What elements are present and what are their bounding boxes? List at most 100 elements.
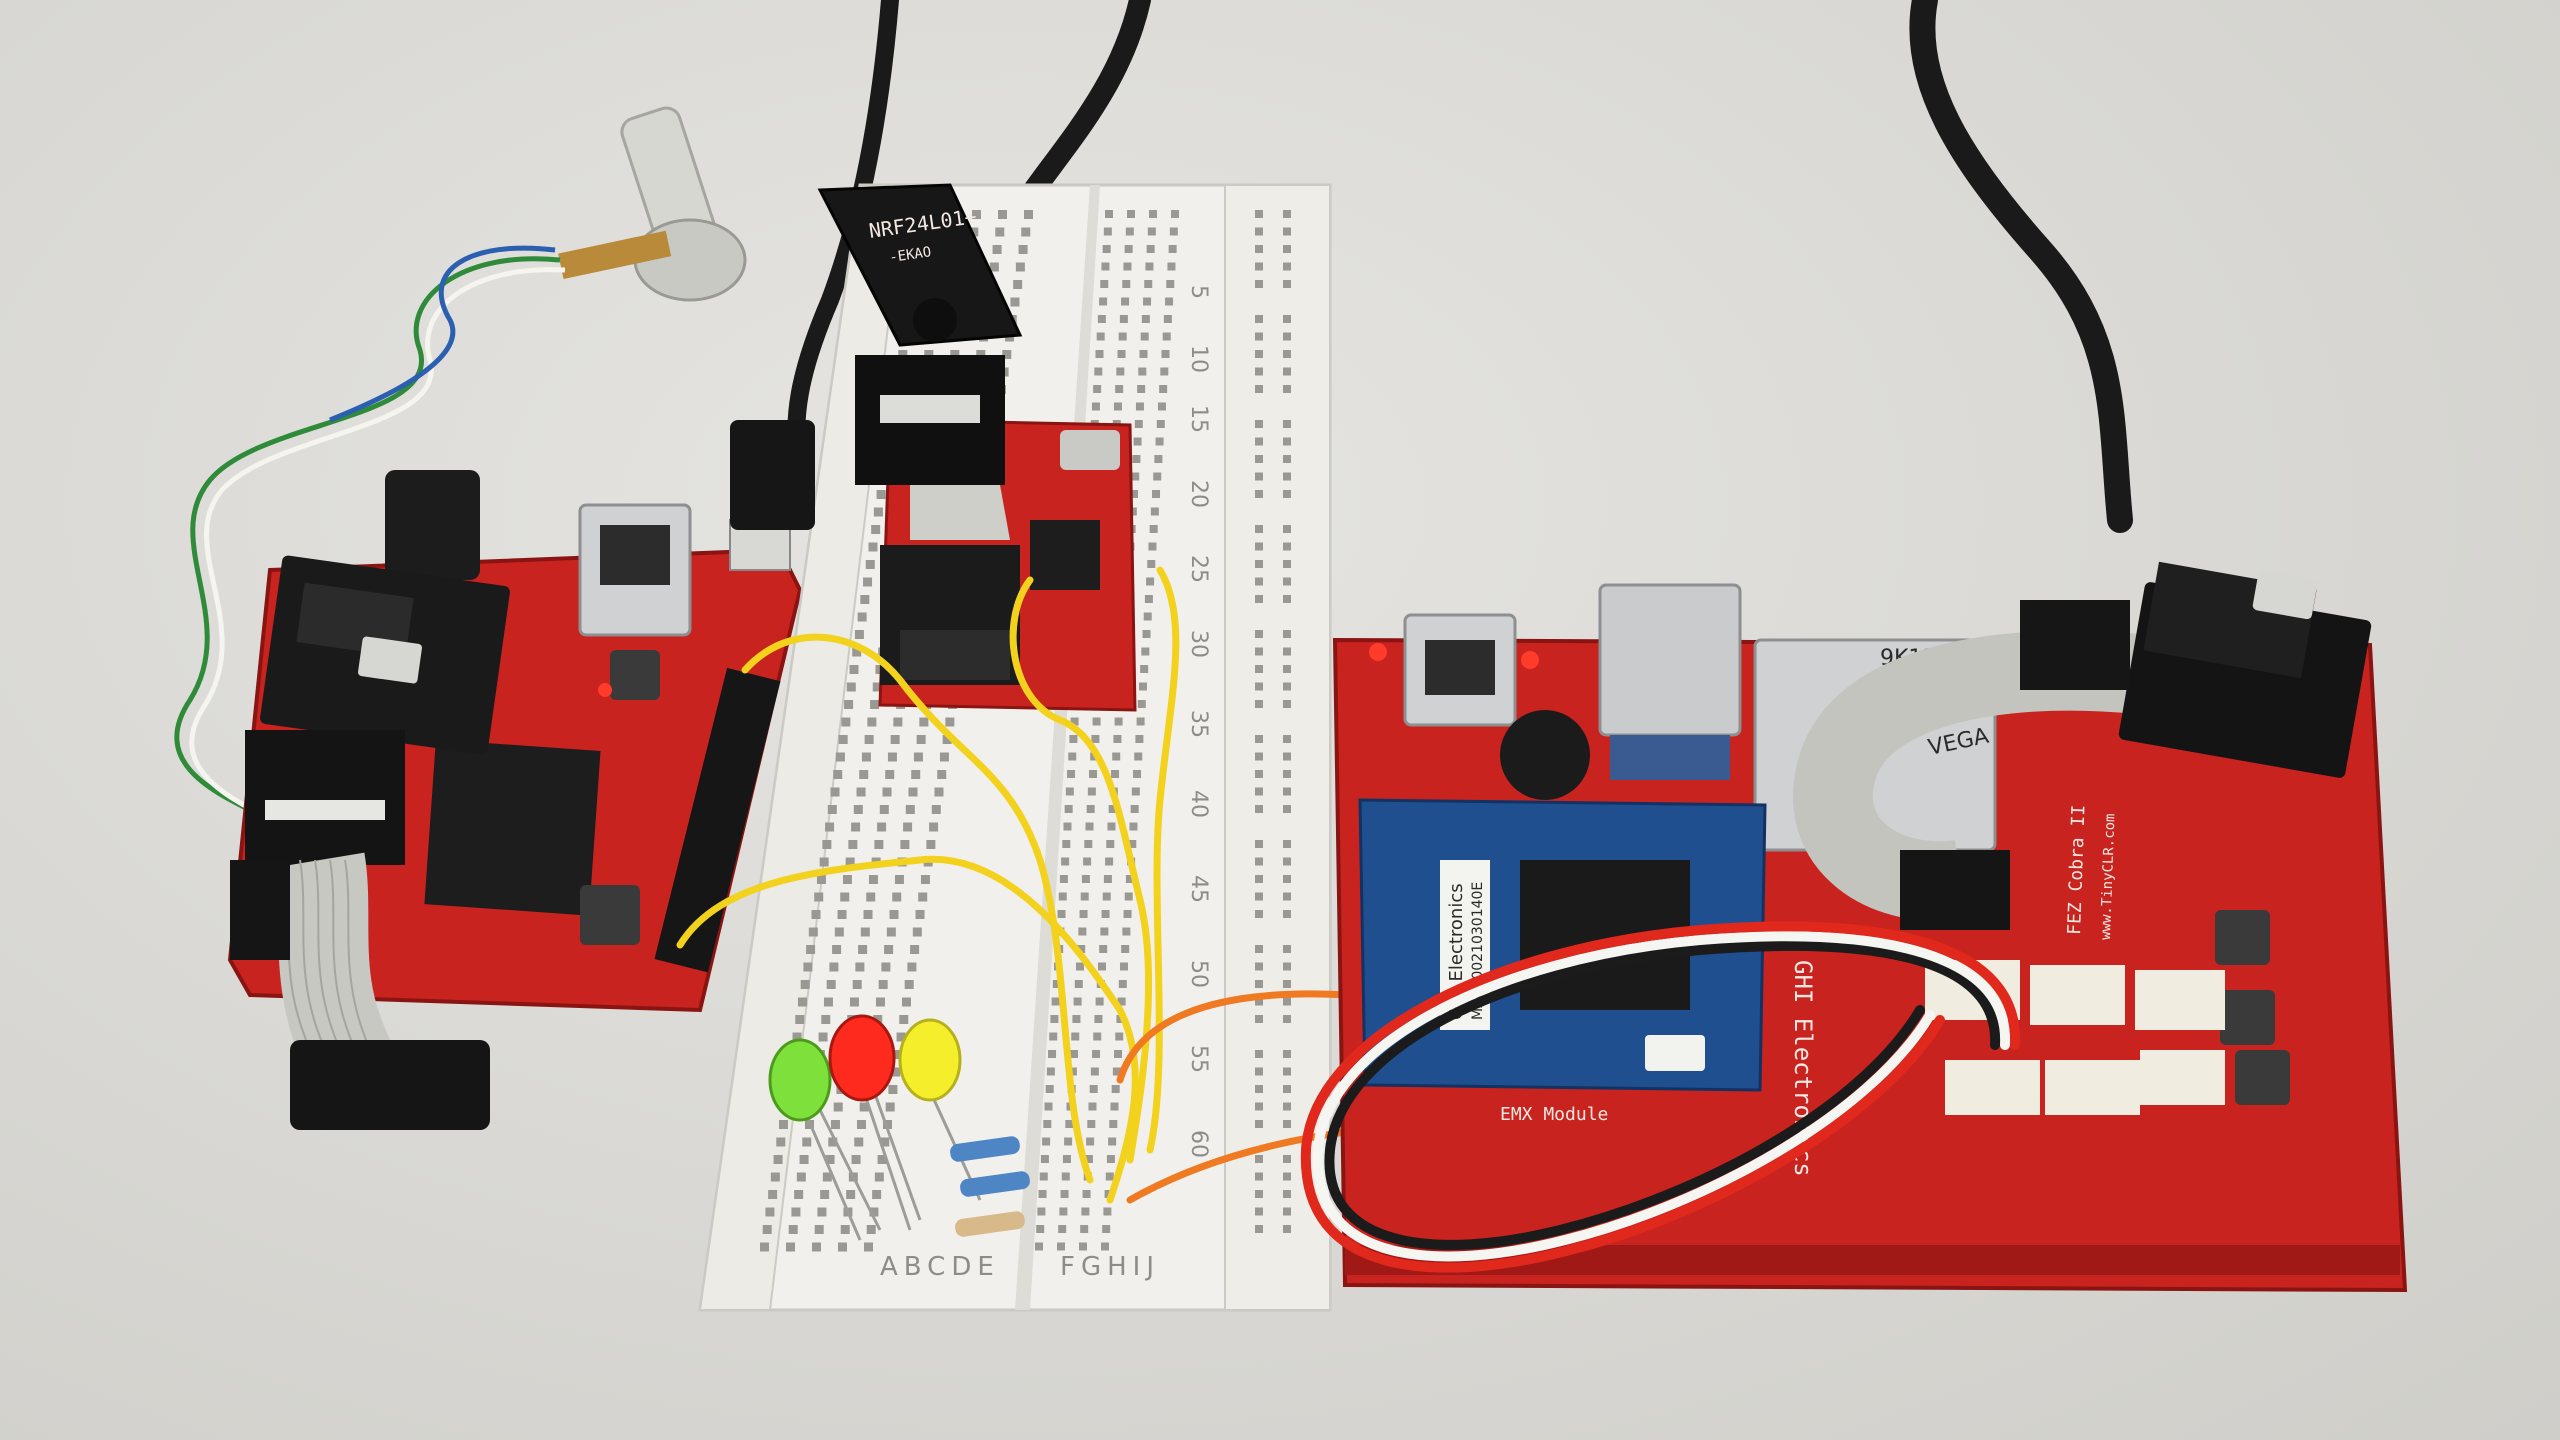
usb-cable-left (787, 0, 899, 479)
breadboard-hole (1018, 245, 1028, 254)
breadboard-hole (864, 1242, 873, 1252)
breadboard-hole (1255, 1172, 1263, 1181)
breadboard-hole (1255, 962, 1263, 971)
breadboard-hole (1103, 875, 1112, 883)
breadboard-hole (1255, 595, 1263, 603)
breadboard-hole (840, 892, 850, 902)
breadboard-hole (1255, 1102, 1263, 1111)
breadboard-hole (1255, 385, 1263, 393)
breadboard-hole (1114, 1050, 1123, 1058)
breadboard-hole (1122, 927, 1131, 936)
breadboard-radio-module: NRF24L01+ -EKAO (817, 183, 1023, 540)
breadboard-hole (797, 997, 807, 1007)
servo-connector (1645, 1035, 1705, 1071)
breadboard-hole (1080, 892, 1089, 901)
breadboard-hole (822, 1172, 832, 1182)
breadboard-hole (1283, 962, 1291, 971)
breadboard-hole (1147, 560, 1156, 568)
breadboard-hole (867, 717, 877, 727)
breadboard-hole (1095, 997, 1104, 1006)
breadboard-hole (854, 630, 864, 639)
breadboard-hole (832, 945, 842, 954)
breadboard-hole (1283, 840, 1291, 848)
breadboard-hole (915, 910, 925, 919)
breadboard-hole (1046, 1067, 1055, 1076)
breadboard-hole (1084, 840, 1093, 848)
left-radio-module (245, 555, 510, 865)
row-label-20: 20 (1186, 480, 1211, 508)
breadboard-hole (1117, 350, 1126, 358)
breadboard-hole (840, 1225, 850, 1234)
breadboard-hole (1255, 682, 1263, 691)
breadboard-hole (1283, 1067, 1291, 1076)
breadboard-hole (1044, 1102, 1053, 1111)
breadboard-hole (872, 682, 882, 692)
breadboard-hole (1283, 262, 1291, 271)
breadboard-hole (1255, 315, 1263, 323)
breadboard-hole (1122, 280, 1131, 288)
breadboard-hole (1129, 822, 1138, 831)
breadboard-hole (1060, 1190, 1069, 1198)
breadboard-hole (905, 805, 915, 814)
breadboard-hole (1068, 752, 1077, 761)
breadboard-hole (1101, 910, 1110, 918)
breadboard-hole (1095, 350, 1104, 358)
breadboard-hole (849, 665, 859, 674)
breadboard-hole (1133, 770, 1142, 778)
breadboard-hole (869, 1207, 879, 1217)
breadboard-hole (765, 1207, 775, 1217)
breadboard-hole (1058, 892, 1067, 901)
breadboard-hole (1283, 910, 1291, 918)
breadboard-hole (1106, 1155, 1115, 1163)
breadboard-hole (1073, 997, 1082, 1006)
breadboard-hole (1136, 717, 1145, 726)
col-labels-right: FGHIJ (1060, 1252, 1160, 1282)
breadboard-hole (803, 962, 813, 972)
breadboard-hole (1283, 332, 1291, 341)
breadboard-hole (796, 1172, 806, 1182)
breadboard-hole (1096, 332, 1105, 341)
breadboard-hole (1078, 927, 1087, 936)
breadboard-hole (1283, 1207, 1291, 1216)
breadboard-hole (1157, 402, 1166, 411)
breadboard-hole (1283, 892, 1291, 901)
breadboard-hole (851, 1155, 861, 1164)
breadboard-hole (976, 350, 986, 359)
col-labels-left: ABCDE (880, 1252, 1000, 1282)
breadboard-hole (1112, 752, 1121, 761)
breadboard-hole (1112, 1067, 1121, 1076)
breadboard-hole (1130, 490, 1139, 498)
breadboard-hole (849, 997, 859, 1007)
breadboard-hole (1154, 455, 1163, 463)
breadboard-hole (1255, 752, 1263, 761)
breadboard-hole (1124, 245, 1133, 253)
breadboard-hole (1167, 262, 1176, 271)
breadboard-hole (908, 787, 918, 797)
breadboard-hole (1283, 367, 1291, 376)
breadboard-hole (1081, 875, 1090, 883)
servo-cable-loop (1300, 921, 2021, 1273)
breadboard-hole (872, 1190, 882, 1199)
breadboard-hole (1093, 385, 1102, 393)
breadboard-hole (1015, 262, 1025, 272)
breadboard-hole (1139, 350, 1148, 358)
breadboard-hole (860, 595, 870, 604)
breadboard-hole (1049, 1032, 1058, 1041)
breadboard-hole (811, 910, 821, 919)
breadboard-hole (859, 770, 869, 779)
breadboard-hole (1255, 875, 1263, 883)
breadboard-hole (1100, 927, 1109, 936)
breadboard-hole (900, 840, 910, 849)
breadboard-hole (1094, 367, 1103, 376)
breadboard-hole (1131, 787, 1140, 796)
breadboard-hole (889, 910, 899, 919)
breadboard-hole (874, 1172, 884, 1182)
breadboard-hole (851, 822, 861, 832)
breadboard-hole (1283, 682, 1291, 691)
breadboard-hole (875, 997, 885, 1007)
breadboard-hole (919, 717, 929, 727)
breadboard-hole (1255, 1120, 1263, 1128)
breadboard-hole (1255, 945, 1263, 953)
breadboard-hole (1057, 910, 1066, 918)
